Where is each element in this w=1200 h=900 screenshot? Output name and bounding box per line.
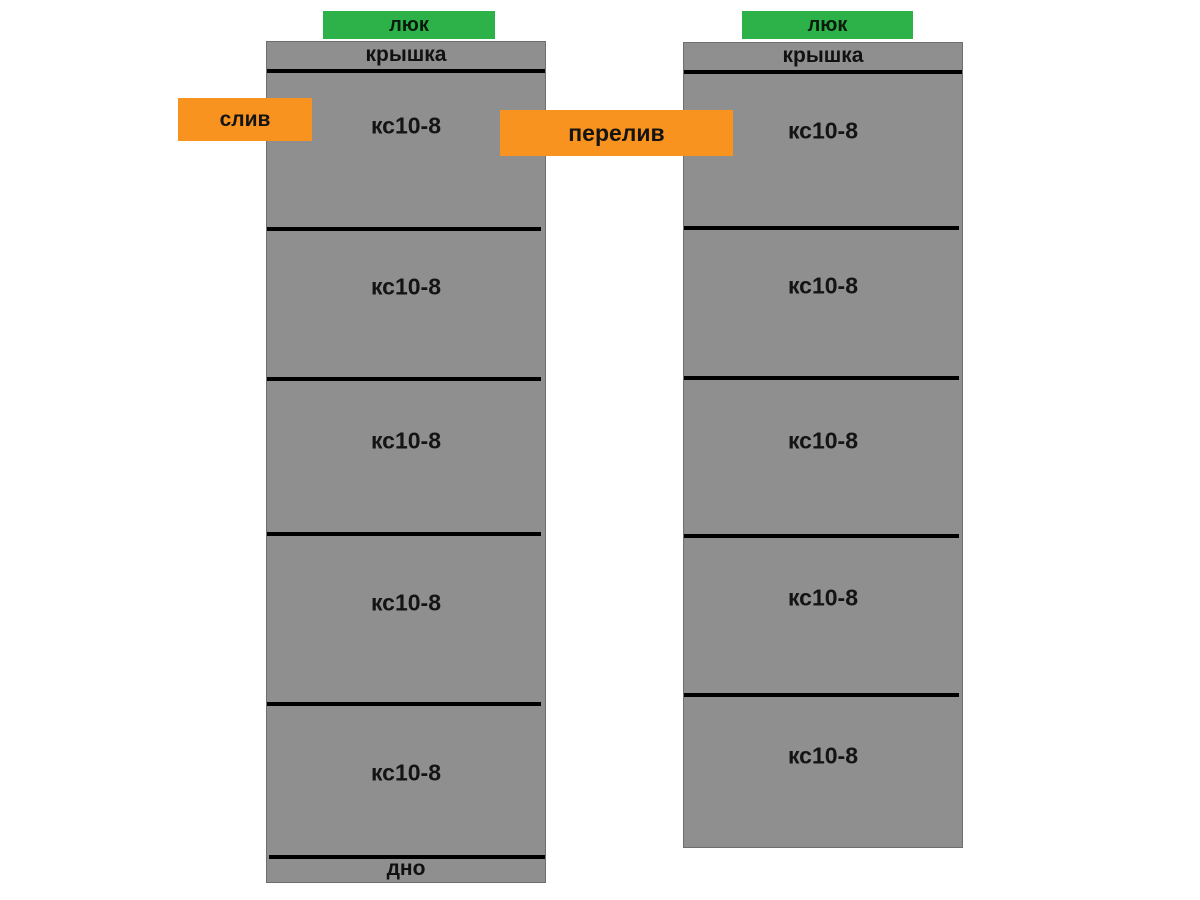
- ring-segment-label: кс10-8: [370, 273, 442, 300]
- divider-line: [684, 226, 959, 230]
- bottom-label: дно: [386, 857, 426, 880]
- divider-line: [267, 702, 541, 706]
- ring-segment-label: кс10-8: [787, 427, 859, 454]
- divider-line: [267, 377, 541, 381]
- divider-line: [684, 534, 959, 538]
- cover-label-right: крышка: [782, 44, 864, 67]
- divider-line: [684, 70, 962, 74]
- ring-segment-label: кс10-8: [787, 117, 859, 144]
- manhole-lid-left: люк: [323, 11, 495, 39]
- ring-segment-label: кс10-8: [787, 272, 859, 299]
- divider-line: [267, 532, 541, 536]
- bottom-line: [269, 855, 545, 859]
- ring-segment-label: кс10-8: [370, 759, 442, 786]
- cover-label-left: крышка: [365, 43, 447, 66]
- ring-segment-label: кс10-8: [370, 112, 442, 139]
- ring-segment-label: кс10-8: [787, 742, 859, 769]
- ring-segment-label: кс10-8: [787, 584, 859, 611]
- well-column-left: крышка кс10-8 кс10-8 кс10-8 кс10-8 кс10-…: [266, 41, 546, 883]
- ring-segment-label: кс10-8: [370, 427, 442, 454]
- well-column-right: крышка кс10-8 кс10-8 кс10-8 кс10-8 кс10-…: [683, 42, 963, 848]
- divider-line: [684, 693, 959, 697]
- ring-segment-label: кс10-8: [370, 589, 442, 616]
- manhole-lid-right: люк: [742, 11, 913, 39]
- divider-line: [267, 227, 541, 231]
- overflow-tag: перелив: [500, 110, 733, 156]
- divider-line: [267, 69, 545, 73]
- drain-tag: слив: [178, 98, 312, 141]
- divider-line: [684, 376, 959, 380]
